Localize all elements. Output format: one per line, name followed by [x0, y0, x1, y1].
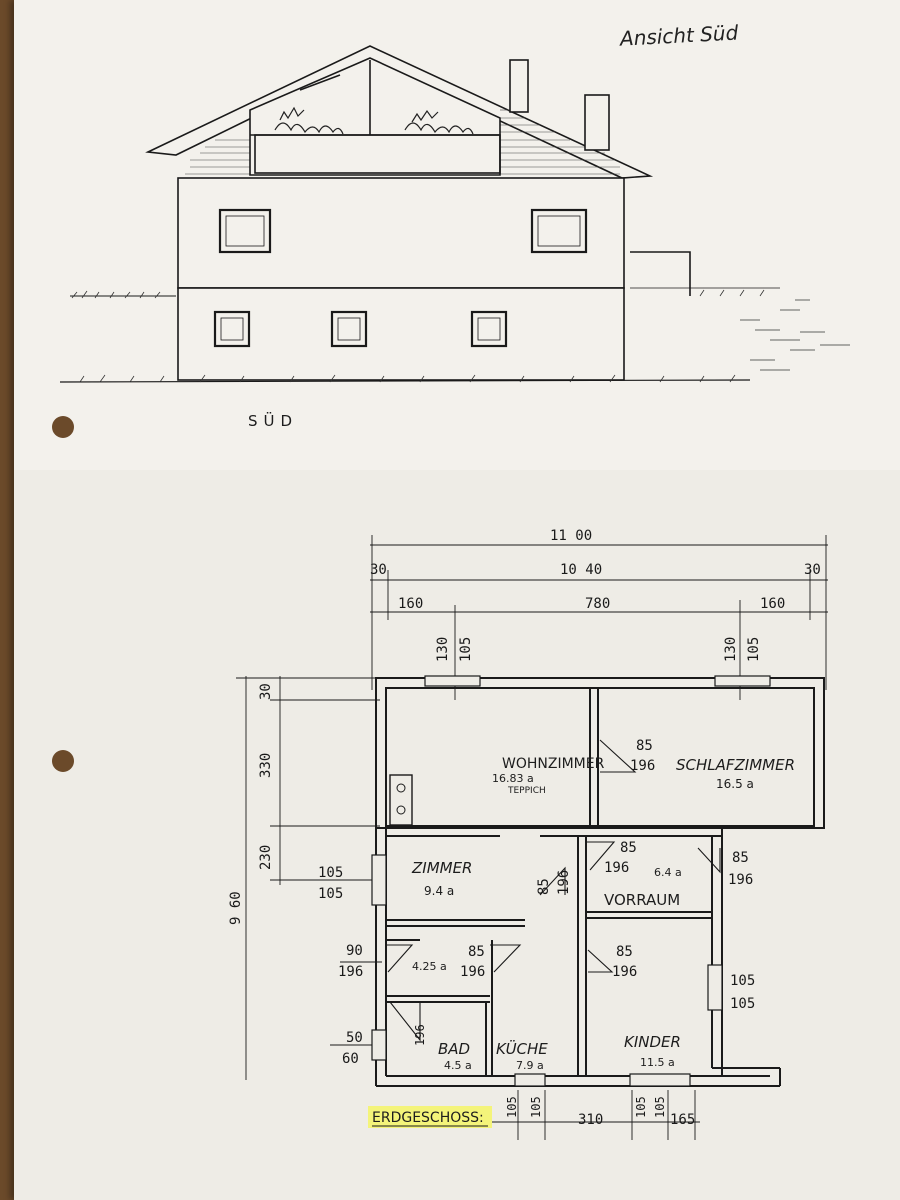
dim-bad-window-a: 50 — [346, 1030, 363, 1046]
dim-wc-mid-door-a: 85 — [468, 944, 485, 960]
room-wc-area: 4.25 a — [412, 960, 447, 973]
dim-zimmer-window-b: 105 — [318, 886, 343, 902]
dim-left-30: 30 — [258, 683, 274, 700]
room-wohnzimmer-note: TEPPICH — [507, 786, 546, 796]
dim-window-top-left-b: 105 — [458, 637, 474, 662]
punch-hole-bottom — [52, 750, 74, 772]
dim-zimmer-window-a: 105 — [318, 865, 343, 881]
dim-window-top-right-a: 130 — [723, 637, 739, 662]
dim-wc-door-a: 90 — [346, 943, 363, 959]
room-bad-area: 4.5 a — [444, 1059, 472, 1072]
dim-window-top-left-a: 130 — [435, 637, 451, 662]
dim-vorraum-right-door-b: 196 — [728, 872, 753, 888]
handwritten-title: Ansicht Süd — [617, 20, 739, 50]
dim-seg-mid: 780 — [585, 596, 610, 612]
room-zimmer-name: ZIMMER — [411, 859, 472, 877]
dim-kinder-door-a: 85 — [616, 944, 633, 960]
dim-vorraum-left-door-b: 196 — [604, 860, 629, 876]
dim-zimmer-door-b: 196 — [556, 870, 572, 895]
left-dimension-lines — [236, 676, 382, 1080]
dim-seg-right: 160 — [760, 596, 785, 612]
dim-bottom-1: 105 — [505, 1096, 519, 1118]
dim-wc-mid-door-b: 196 — [460, 964, 485, 980]
room-zimmer-area: 9.4 a — [424, 884, 454, 898]
plan-title-highlight — [368, 1106, 492, 1128]
dim-wc-door-b: 196 — [338, 964, 363, 980]
dim-bad-door: 196 — [413, 1024, 427, 1046]
dim-vorraum-left-door-a: 85 — [620, 840, 637, 856]
room-kinder-name: KINDER — [624, 1033, 681, 1051]
dim-bad-window-b: 60 — [342, 1051, 359, 1067]
room-schlafzimmer-area: 16.5 a — [716, 777, 754, 791]
dim-left-total: 9 60 — [228, 891, 244, 925]
dim-wohn-door-a: 85 — [636, 738, 653, 754]
dim-kinder-window-b: 105 — [730, 996, 755, 1012]
room-wohnzimmer-name: WOHNZIMMER — [502, 756, 605, 772]
dim-left-230: 230 — [258, 845, 274, 870]
dim-kinder-window-a: 105 — [730, 973, 755, 989]
dim-wall-right: 30 — [804, 562, 821, 578]
dim-kinder-door-b: 196 — [612, 964, 637, 980]
dim-bottom-5: 105 — [653, 1096, 667, 1118]
room-vorraum-area: 6.4 a — [654, 866, 682, 879]
room-kinder-area: 11.5 a — [640, 1056, 675, 1069]
plan-title: ERDGESCHOSS: — [372, 1110, 484, 1126]
room-kueche-name: KÜCHE — [496, 1039, 548, 1058]
dim-bottom-165: 165 — [670, 1112, 695, 1128]
floor-plan — [236, 535, 828, 1140]
dim-vorraum-right-door-a: 85 — [732, 850, 749, 866]
dim-bottom-2: 105 — [529, 1096, 543, 1118]
dim-inner: 10 40 — [560, 562, 602, 578]
room-kueche-area: 7.9 a — [516, 1059, 544, 1072]
dim-seg-left: 160 — [398, 596, 423, 612]
dim-wall-left: 30 — [370, 562, 387, 578]
elevation-label: SÜD — [248, 411, 298, 430]
room-schlafzimmer-name: SCHLAFZIMMER — [676, 756, 795, 774]
top-dimension-lines — [370, 535, 828, 700]
dim-bottom-4: 105 — [634, 1096, 648, 1118]
dim-left-330: 330 — [258, 753, 274, 778]
room-bad-name: BAD — [438, 1040, 470, 1058]
walls — [375, 677, 825, 1087]
dim-overall: 11 00 — [550, 528, 592, 544]
dim-window-top-right-b: 105 — [746, 637, 762, 662]
south-elevation — [59, 45, 850, 383]
punch-hole-top — [52, 416, 74, 438]
room-vorraum-name: VORRAUM — [604, 891, 680, 909]
room-wohnzimmer-area: 16.83 a — [492, 772, 534, 785]
dim-zimmer-door-a: 85 — [536, 878, 552, 895]
dim-wohn-door-b: 196 — [630, 758, 655, 774]
dim-bottom-310: 310 — [578, 1112, 603, 1128]
